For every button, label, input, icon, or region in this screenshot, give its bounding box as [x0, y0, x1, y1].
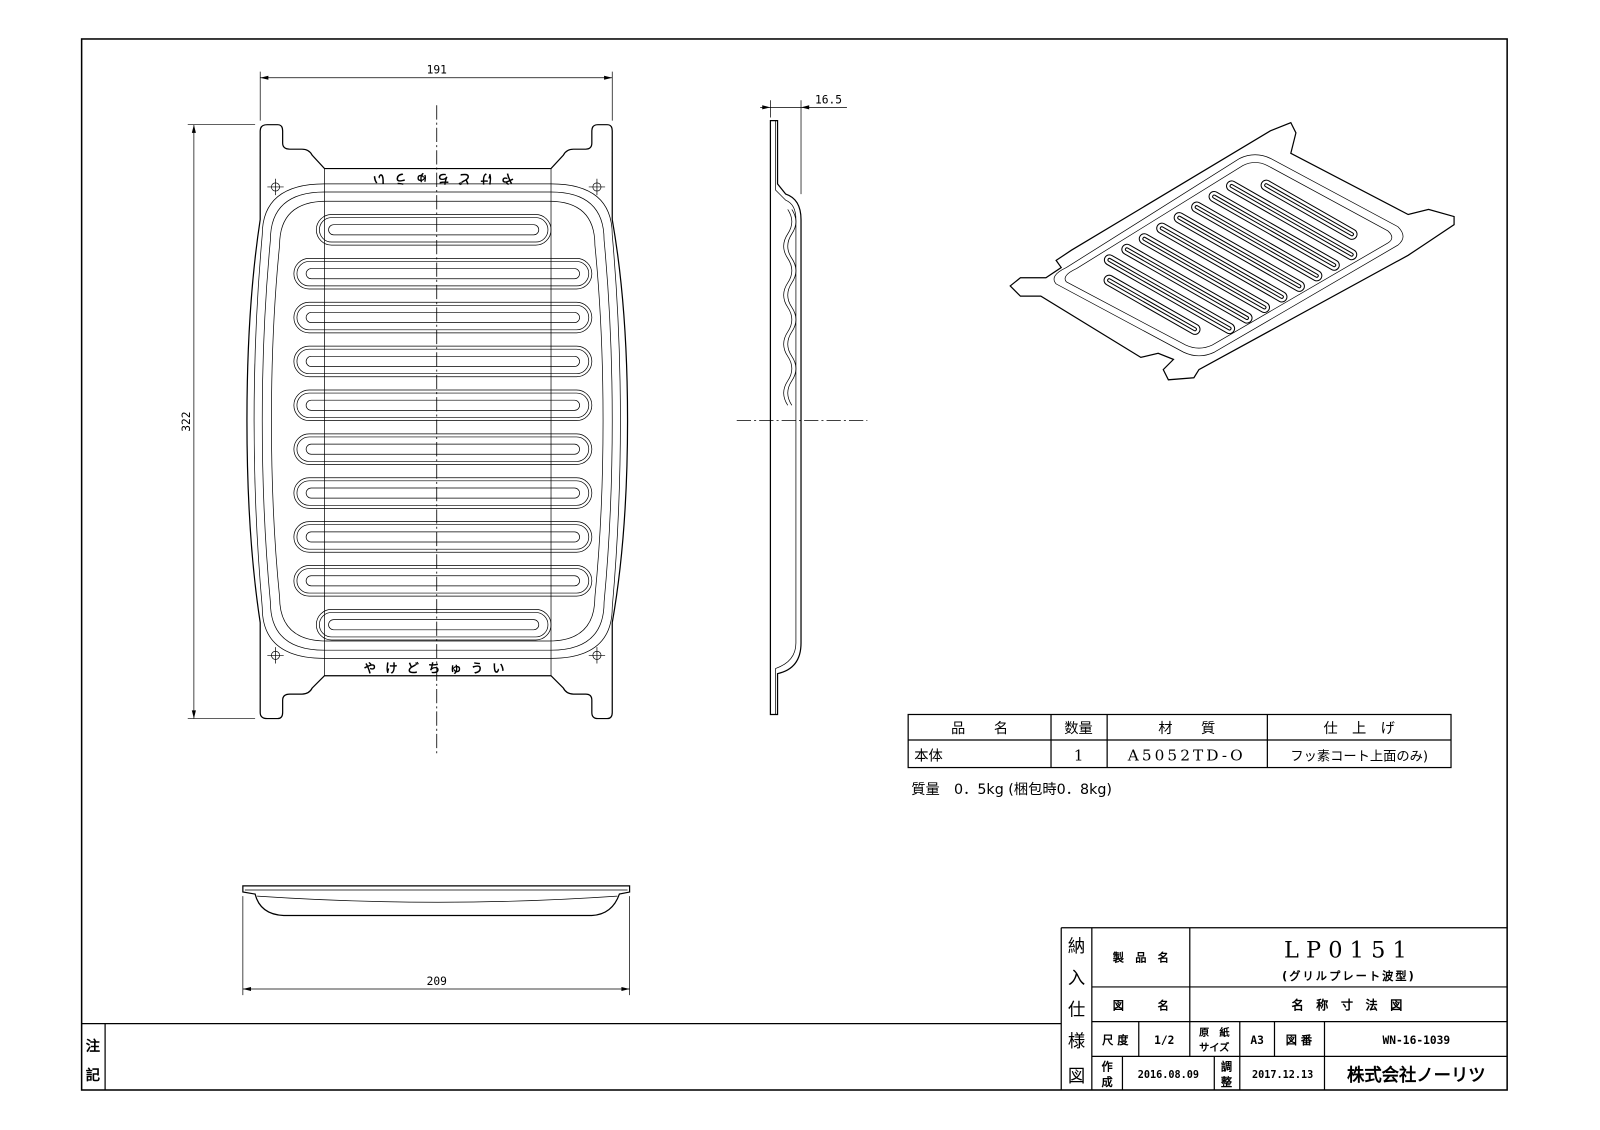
paper-size-label: 原 紙 [1199, 1026, 1230, 1039]
spec-label-char: 図 [1068, 1067, 1085, 1087]
dimension-height-left: 322 [180, 411, 193, 431]
front-slots [293, 214, 593, 641]
notes-label-char: 記 [86, 1066, 100, 1084]
revised-label: 整 [1220, 1075, 1233, 1089]
header-material: 材 質 [1158, 719, 1215, 737]
isometric-slots [1103, 179, 1358, 335]
notes-label-char: 注 [86, 1037, 101, 1055]
iso-slot [1103, 274, 1201, 335]
spec-label-char: 入 [1068, 969, 1085, 989]
side-view: 16.5 [736, 93, 868, 716]
spec-label-char: 様 [1068, 1032, 1085, 1052]
mounting-holes [267, 178, 606, 664]
drawing-name-label: 図 名 [1113, 998, 1169, 1012]
embossed-text-top: やけどちゅうい [364, 172, 514, 186]
iso-slot [1173, 212, 1305, 292]
front-view: やけどちゅうい やけどちゅうい 191 322 [180, 64, 629, 754]
iso-slot [1156, 222, 1288, 303]
slot [293, 477, 593, 509]
slot [315, 609, 552, 641]
created-label: 作 [1102, 1060, 1114, 1074]
drawing-number-label: 図 番 [1286, 1033, 1313, 1047]
header-finish: 仕 上 げ [1324, 720, 1395, 737]
paper-size-label: サイズ [1199, 1041, 1229, 1054]
isometric-view [1009, 121, 1455, 381]
iso-slot [1103, 254, 1236, 335]
iso-slot [1121, 243, 1253, 324]
cell-item-name: 本体 [914, 747, 943, 764]
iso-slot [1208, 190, 1340, 271]
created-label: 成 [1102, 1075, 1113, 1089]
dimension-width-top: 191 [427, 64, 447, 77]
header-item-name: 品 名 [951, 720, 1008, 737]
drawing-name: 名 称 寸 法 図 [1292, 997, 1407, 1012]
mass-note: 質量 0．5kg (梱包時0．8kg) [911, 780, 1112, 798]
revised-label: 調 [1221, 1060, 1232, 1074]
slot [293, 521, 593, 553]
iso-slot [1138, 233, 1270, 314]
sheet-border [80, 38, 1508, 1091]
slot [293, 433, 593, 465]
scale-label: 尺 度 [1102, 1033, 1129, 1047]
slot [293, 389, 593, 421]
drawing-number: WN-16-1039 [1383, 1034, 1451, 1047]
product-name-label: 製 品 名 [1112, 950, 1169, 964]
dimension-width-bottom: 209 [427, 975, 447, 988]
slot [293, 301, 593, 334]
slot [315, 214, 552, 246]
bottom-view: 209 [242, 885, 631, 996]
dimension-side-thickness: 16.5 [815, 93, 842, 106]
created-date: 2016.08.09 [1138, 1070, 1199, 1081]
scale-value: 1/2 [1154, 1034, 1174, 1047]
parts-table: 品 名 数量 材 質 仕 上 げ 本体 1 A5052TD-O フッ素コート上面… [907, 713, 1452, 798]
cell-material: A5052TD-O [1127, 746, 1246, 764]
slot [293, 565, 593, 597]
embossed-text-bottom: やけどちゅうい [364, 662, 514, 676]
cell-finish: フッ素コート上面のみ) [1290, 748, 1428, 764]
title-block: 納 入 仕 様 図 製 品 名 LP0151 (グリルプレート波型) 図 名 名… [1060, 927, 1508, 1090]
slot [293, 258, 593, 290]
slot [293, 345, 593, 378]
revised-date: 2017.12.13 [1252, 1070, 1313, 1081]
spec-label-char: 納 [1068, 937, 1085, 957]
spec-label-char: 仕 [1068, 1001, 1085, 1021]
iso-slot [1260, 179, 1358, 240]
paper-size: A3 [1250, 1034, 1264, 1047]
header-quantity: 数量 [1064, 720, 1093, 737]
iso-slot [1191, 201, 1323, 282]
company-logo: 株式会社ノーリツ [1347, 1065, 1486, 1086]
iso-slot [1226, 180, 1358, 261]
product-code: LP0151 [1284, 937, 1414, 963]
notes-area: 注 記 [81, 1023, 1062, 1090]
cell-quantity: 1 [1074, 746, 1084, 764]
product-subtitle: (グリルプレート波型) [1282, 969, 1416, 983]
